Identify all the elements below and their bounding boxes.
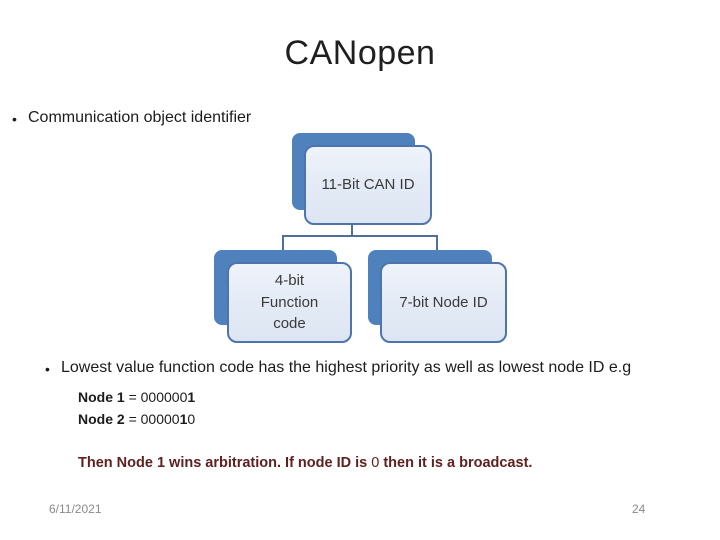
bullet-glyph: •	[45, 361, 50, 377]
connector-left-stem	[282, 235, 284, 251]
connector-root-stem	[351, 225, 353, 237]
bullet1-text: Communication object identifier	[28, 109, 252, 126]
function-code-node-box: 4-bit Function code	[227, 262, 352, 343]
node1-equals-digits: = 000000	[124, 389, 188, 405]
bullet-communication-object-identifier: • Communication object identifier	[12, 109, 712, 129]
slide-number: 24	[632, 502, 646, 516]
bullet-lowest-value-priority: • Lowest value function code has the hig…	[45, 359, 717, 379]
root-node-box: 11-Bit CAN ID	[304, 145, 432, 225]
node2-equals-digits: = 00000	[124, 411, 180, 427]
node2-example-line: Node 2 = 0000010	[78, 410, 195, 432]
footer-date: 6/11/2021	[49, 502, 102, 516]
slide-title: CANopen	[284, 34, 436, 72]
node1-emphasized-digit: 1	[187, 389, 196, 405]
node2-trailing-digits: 0	[187, 411, 196, 427]
root-node-label: 11-Bit CAN ID	[321, 176, 415, 194]
conclusion-pre: Then Node 1 wins arbitration. If node ID…	[78, 455, 372, 471]
node1-example-line: Node 1 = 0000001	[78, 388, 195, 410]
node-binary-examples: Node 1 = 0000001 Node 2 = 0000010	[78, 388, 195, 432]
conclusion-post: then it is a broadcast.	[379, 455, 533, 471]
connector-right-stem	[436, 235, 438, 251]
node1-name: Node 1	[78, 389, 125, 405]
bullet2-text: Lowest value function code has the highe…	[61, 359, 632, 376]
node2-name: Node 2	[78, 411, 125, 427]
conclusion-zero: 0	[371, 455, 380, 471]
node2-emphasized-digit: 1	[179, 411, 188, 427]
connector-horizontal	[282, 235, 438, 237]
node-id-node-label: 7-bit Node ID	[399, 293, 488, 311]
node-id-node-box: 7-bit Node ID	[380, 262, 507, 343]
function-code-node-label: 4-bit Function code	[260, 271, 319, 333]
arbitration-conclusion-line: Then Node 1 wins arbitration. If node ID…	[78, 455, 532, 471]
bullet-glyph: •	[12, 111, 17, 127]
